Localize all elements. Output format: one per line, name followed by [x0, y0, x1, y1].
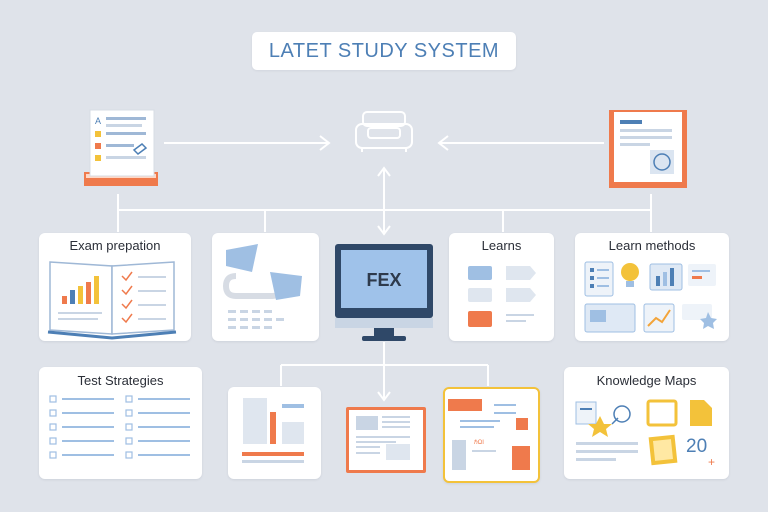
svg-text:+: +: [708, 455, 715, 469]
sticky-number-20: 20: [686, 436, 708, 457]
diagram-title: LATET STUDY SYSTEM: [268, 39, 500, 62]
card-label-exam-preparation: Exam prepation: [69, 238, 161, 253]
svg-text:ℏΩI: ℏΩI: [474, 439, 484, 446]
card-label-test-strategies: Test Strategies: [77, 373, 164, 388]
card-label-learn-methods: Learn methods: [608, 238, 696, 253]
svg-text:A: A: [95, 116, 101, 126]
diagram-title-box: LATET STUDY SYSTEM: [252, 32, 516, 70]
card-label-learns: Learns: [481, 238, 522, 253]
monitor-label: FEX: [366, 270, 402, 290]
card-learns[interactable]: Learns: [449, 233, 554, 341]
card-label-knowledge-maps: Knowledge Maps: [596, 373, 697, 388]
card-test-strategies[interactable]: Test Strategies: [39, 367, 202, 479]
